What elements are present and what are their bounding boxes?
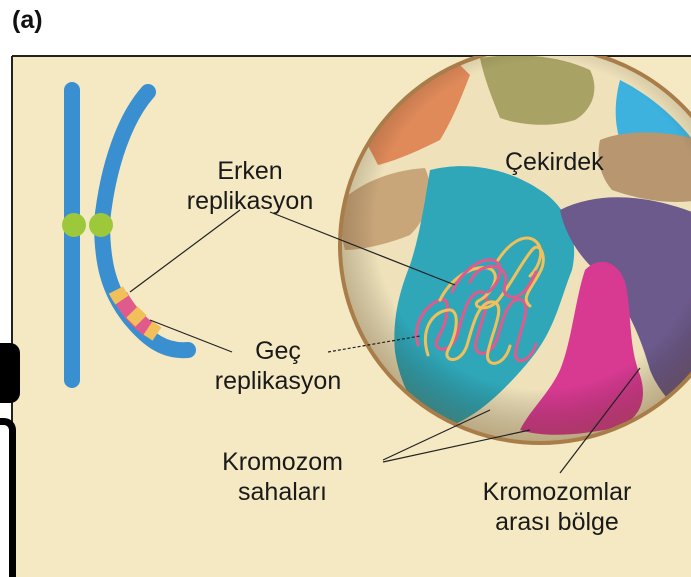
centromere-left [62,213,86,237]
chromosome-territories-label-line1: Kromozom [200,447,365,477]
early-replication-band-2 [132,312,141,321]
early-replication-band-1 [116,290,122,300]
page-edge-tab [0,343,20,403]
early-replication-label-line1: Erken [170,156,330,186]
late-replication-label-line1: Geç [198,336,358,366]
early-replication-label: Erken replikasyon [170,156,330,216]
late-replication-label-line2: replikasyon [198,366,358,396]
early-replication-label-line2: replikasyon [170,186,330,216]
chromosome-territories-label-line2: sahaları [200,477,365,507]
early-replication-band-3 [148,328,157,334]
interchromosomal-region-label: Kromozomlar arası bölge [462,477,652,537]
chromosome-territories-label: Kromozom sahaları [200,447,365,507]
interchromosomal-region-label-line1: Kromozomlar [462,477,652,507]
late-replication-label: Geç replikasyon [198,336,358,396]
interchromosomal-region-label-line2: arası bölge [462,507,652,537]
nucleus-label: Çekirdek [505,147,604,177]
page-edge-bracket [0,418,16,577]
centromere-right [89,213,113,237]
